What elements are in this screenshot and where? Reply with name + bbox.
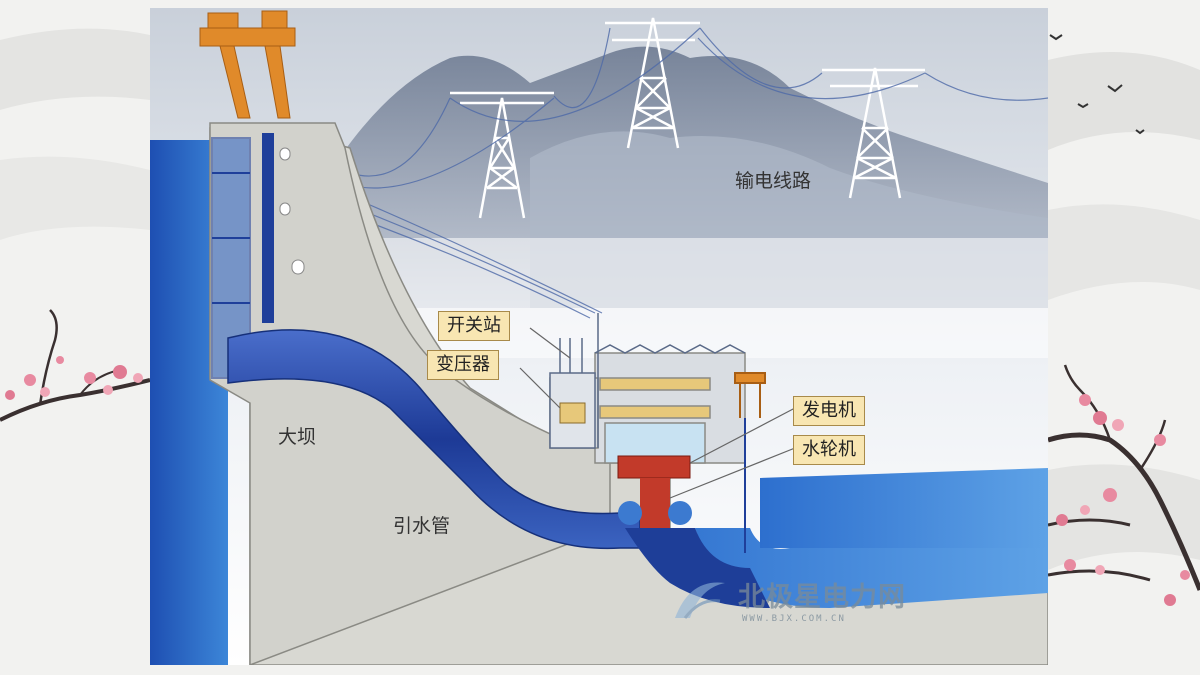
turbine-unit: [618, 478, 692, 528]
plum-branch-left: [0, 309, 151, 422]
transformer-unit: [559, 402, 586, 424]
transmission-tower: [605, 17, 700, 149]
watermark-logo-icon: [675, 582, 725, 619]
switch-station-tag: 开关站: [438, 311, 510, 341]
watermark-name: 北极星电力网: [738, 582, 906, 613]
turbine-tag: 水轮机: [793, 435, 865, 465]
diagram-art: [150, 8, 1048, 665]
dam-label: 大坝: [278, 426, 317, 448]
penstock-label: 引水管: [393, 515, 451, 537]
hydropower-diagram: 输电线路 大坝 引水管 开关站 变压器 发电机 水轮机 北极星电力网 WWW.B…: [150, 8, 1048, 665]
downstream-river: [760, 468, 1048, 548]
transmission-tower: [822, 67, 925, 199]
gantry-crane: [199, 10, 296, 119]
plum-branch-right: [1047, 364, 1200, 606]
birds: [1049, 34, 1145, 135]
generator-tag: 发电机: [793, 396, 865, 426]
transmission-line-label: 输电线路: [735, 170, 812, 192]
penstock-pipe: [227, 329, 641, 550]
generator-unit: [617, 455, 691, 479]
transformer-tag: 变压器: [427, 350, 499, 380]
tailrace-crane: [734, 372, 766, 553]
watermark-site: WWW.BJX.COM.CN: [742, 614, 846, 624]
transmission-tower: [450, 91, 554, 219]
